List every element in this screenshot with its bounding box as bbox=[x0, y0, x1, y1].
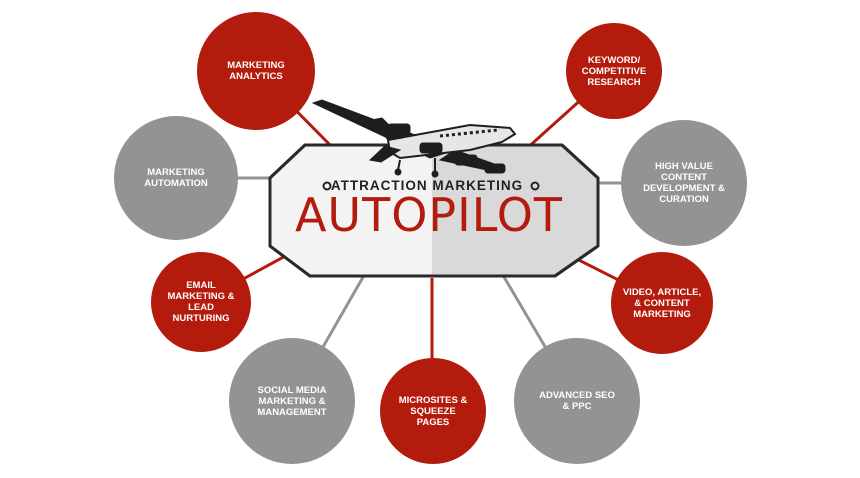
hub-subtitle: ATTRACTION MARKETING bbox=[330, 178, 524, 193]
airplane-icon bbox=[311, 99, 517, 178]
node-social-media: SOCIAL MEDIA MARKETING & MANAGEMENT bbox=[229, 338, 355, 464]
node-label: ADVANCED SEO & PPC bbox=[539, 390, 615, 412]
node-label: KEYWORD/ COMPETITIVE RESEARCH bbox=[581, 54, 647, 88]
node-label: MICROSITES & SQUEEZE PAGES bbox=[398, 394, 468, 428]
node-marketing-analytics: MARKETING ANALYTICS bbox=[197, 12, 315, 130]
hub-title: AUTOPILOT bbox=[294, 188, 564, 242]
node-label: SOCIAL MEDIA MARKETING & MANAGEMENT bbox=[257, 384, 327, 418]
node-marketing-automation: MARKETING AUTOMATION bbox=[114, 116, 238, 240]
node-video-article-content: VIDEO, ARTICLE, & CONTENT MARKETING bbox=[611, 252, 713, 354]
node-email-marketing: EMAIL MARKETING & LEAD NURTURING bbox=[151, 252, 251, 352]
node-high-value-content: HIGH VALUE CONTENT DEVELOPMENT & CURATIO… bbox=[621, 120, 747, 246]
hub-hexagon-shade bbox=[270, 145, 432, 276]
node-label: HIGH VALUE CONTENT DEVELOPMENT & CURATIO… bbox=[643, 161, 725, 205]
node-microsites: MICROSITES & SQUEEZE PAGES bbox=[380, 358, 486, 464]
node-label: EMAIL MARKETING & LEAD NURTURING bbox=[167, 280, 235, 324]
node-advanced-seo: ADVANCED SEO & PPC bbox=[514, 338, 640, 464]
node-label: MARKETING AUTOMATION bbox=[144, 167, 208, 189]
node-label: MARKETING ANALYTICS bbox=[227, 60, 285, 82]
rivet-right-icon bbox=[530, 181, 540, 191]
node-label: VIDEO, ARTICLE, & CONTENT MARKETING bbox=[622, 286, 702, 320]
node-keyword-research: KEYWORD/ COMPETITIVE RESEARCH bbox=[566, 23, 662, 119]
rivet-left-icon bbox=[322, 181, 332, 191]
